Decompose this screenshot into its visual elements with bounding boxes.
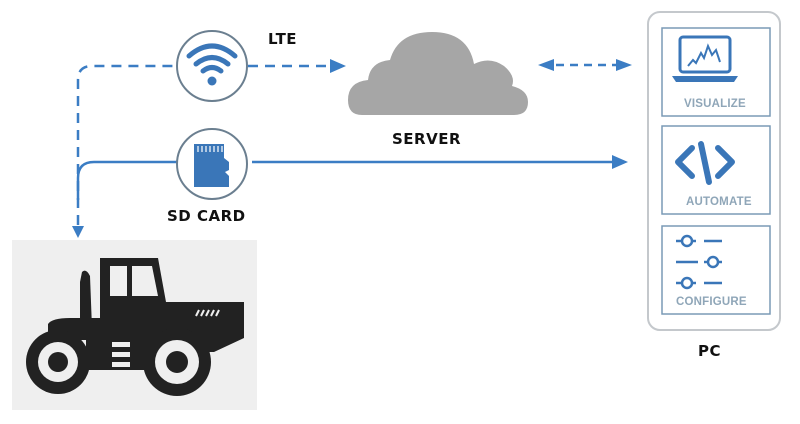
wifi-node [176, 30, 248, 102]
automate-card[interactable] [661, 125, 771, 215]
configure-label: CONFIGURE [676, 296, 747, 308]
lte-connection [72, 59, 346, 238]
sd-card-connection [76, 155, 628, 200]
wifi-dot [207, 76, 217, 86]
automate-label: AUTOMATE [686, 196, 752, 208]
sliders-icon [676, 234, 722, 290]
code-icon [675, 141, 735, 185]
sd-arrowhead-icon [612, 155, 628, 169]
lte-arrowhead-icon [330, 59, 346, 73]
tractor-details [38, 266, 220, 384]
server-pc-arrow-right-icon [616, 59, 632, 71]
server-label: SERVER [392, 130, 462, 148]
pc-panel [647, 11, 781, 331]
sd-line-left [76, 160, 178, 200]
pc-label: PC [698, 342, 722, 360]
visualize-label: VISUALIZE [684, 98, 746, 110]
sd-card-contacts [197, 146, 223, 152]
wifi-icon [186, 43, 238, 74]
server-pc-connection [538, 59, 632, 71]
sd-card-icon [194, 144, 229, 187]
cloud-server-icon [348, 32, 528, 115]
lte-label: LTE [268, 30, 298, 48]
vehicle-down-arrow-icon [72, 226, 84, 238]
server-pc-arrow-left-icon [538, 59, 554, 71]
lte-dashed-line-left [76, 64, 178, 225]
sd-card-label: SD CARD [167, 207, 246, 225]
laptop-chart-icon [672, 35, 738, 82]
sd-card-node [176, 128, 248, 200]
